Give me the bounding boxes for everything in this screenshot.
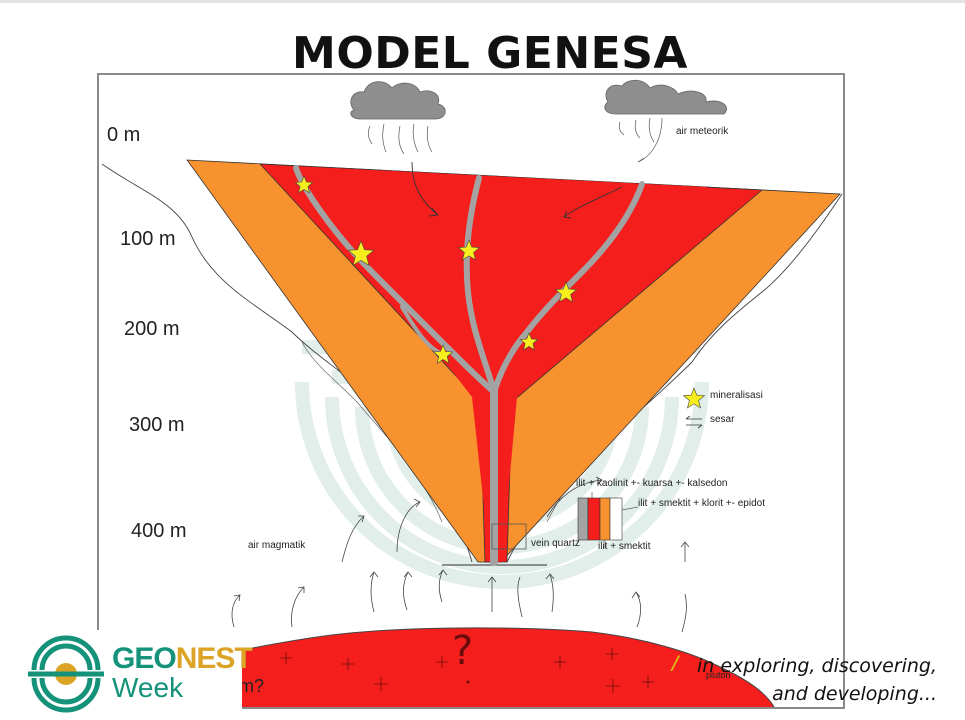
mineralisasi-stars (294, 175, 578, 364)
legend-fault-icon (685, 415, 703, 429)
meteoric-flow-arrows (411, 161, 623, 219)
star-3 (457, 239, 481, 261)
depth-label-200: 200 m (124, 318, 180, 340)
grey-vein-network (293, 165, 645, 566)
cloud-right (604, 79, 727, 115)
geonest-week-logo: GEONEST Week (22, 630, 253, 714)
air-magmatik-label: air magmatik (248, 540, 306, 551)
depth-label-400: 400 m (131, 520, 187, 542)
question-mark-label: ? (452, 628, 474, 674)
vein-quartz-box (491, 523, 527, 550)
tagline-accent-mark: / (672, 652, 679, 674)
alteration-legend-block (577, 492, 639, 548)
star-1 (294, 175, 314, 194)
legend-swatch-white (609, 497, 623, 541)
depth-label-0: 0 m (107, 124, 141, 146)
top-rule (0, 0, 965, 3)
geonest-emblem-icon (28, 635, 104, 713)
legend-swatch-red (587, 497, 601, 541)
legend-star-icon (682, 387, 706, 409)
logo-nest-text: NEST (175, 642, 253, 675)
star-4 (554, 281, 578, 303)
star-6 (519, 332, 539, 351)
cloud-left (350, 81, 446, 120)
alteration-kaolinit-label: ilit + kaolinit +- kuarsa +- kalsedon (576, 478, 728, 489)
logo-week-text: Week (112, 672, 184, 703)
tagline: in exploring, discovering, and developin… (697, 652, 937, 708)
logo-geo-text: GEO (112, 642, 177, 675)
diagram-frame (97, 73, 845, 709)
red-alteration-zone-core (294, 166, 707, 562)
sesar-legend-label: sesar (710, 414, 735, 425)
rain-strokes (367, 117, 663, 163)
genesis-diagram (101, 79, 843, 707)
tagline-line-2: and developing... (772, 683, 937, 705)
page-title: MODEL GENESA (292, 28, 688, 79)
pluton-cross-marks (280, 648, 654, 693)
star-5 (432, 344, 454, 364)
alteration-ilit-smektit-label: ilit + smektit (598, 541, 651, 552)
tagline-line-1: in exploring, discovering, (696, 655, 937, 677)
pluton-label: pluton (706, 670, 731, 680)
depth-label-300: 300 m (129, 414, 185, 436)
pluton-question-mark-hint (466, 680, 470, 684)
depth-label-100: 100 m (120, 228, 176, 250)
vein-quartz-label: vein quartz (531, 538, 580, 549)
legend-swatch-orange (599, 497, 611, 541)
star-2 (347, 240, 375, 266)
mineralisasi-legend-label: mineralisasi (710, 390, 763, 401)
air-meteorik-label: air meteorik (676, 126, 729, 137)
legend-swatch-grey (577, 497, 589, 541)
alteration-smektit-klorit-label: ilit + smektit + klorit +- epidot (638, 498, 765, 509)
magmatic-flow-arrows (231, 476, 690, 633)
